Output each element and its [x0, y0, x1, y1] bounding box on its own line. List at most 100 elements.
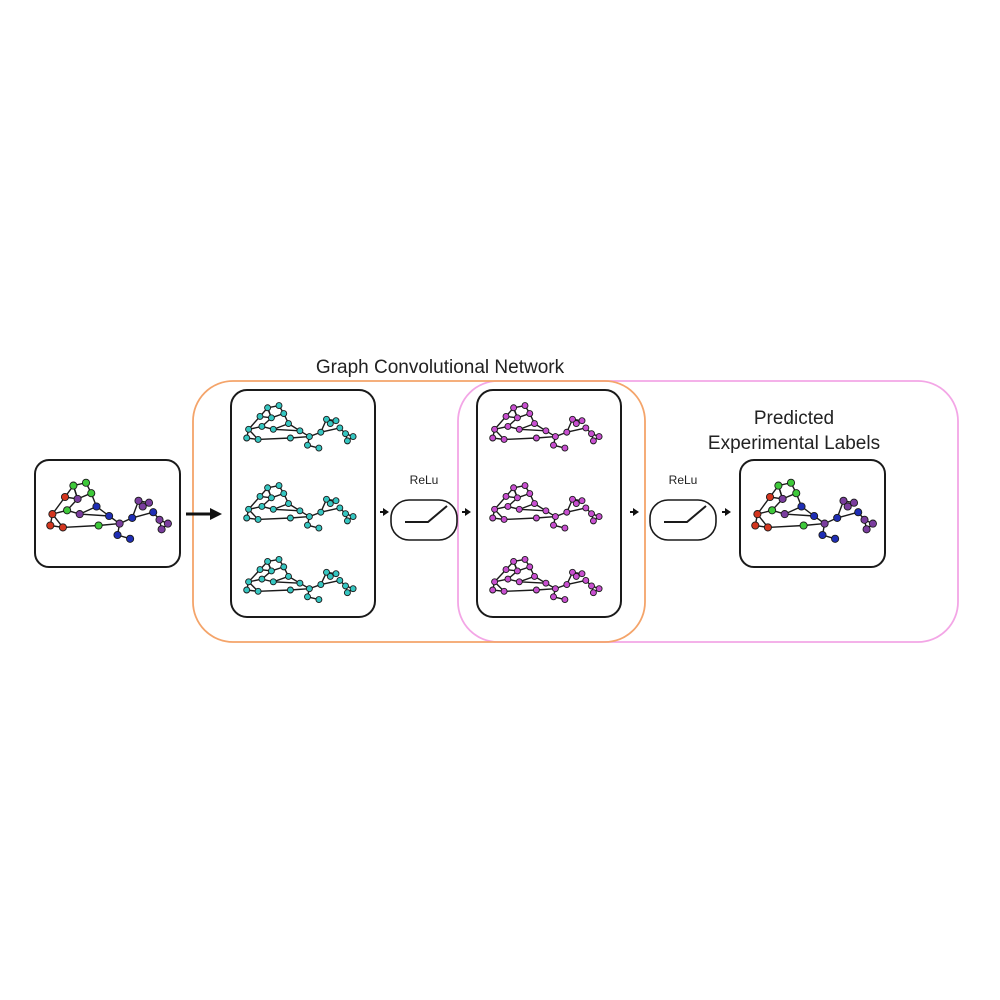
graph-node: [258, 575, 266, 583]
graph-node: [778, 494, 787, 503]
graph-node: [561, 596, 569, 603]
graph-node: [588, 510, 595, 518]
graph-node: [513, 494, 521, 502]
graph-node: [275, 555, 283, 563]
graph-node: [60, 492, 70, 502]
graph-node: [280, 490, 288, 497]
graph-node: [264, 404, 272, 412]
relu-1-curve: [405, 505, 448, 523]
graph-node: [342, 510, 349, 518]
graph-node: [521, 482, 529, 490]
graph-node: [323, 568, 330, 576]
graph-node: [542, 427, 550, 435]
graph-node: [504, 423, 512, 430]
relu-1-box: [390, 499, 458, 541]
graph-node: [336, 504, 344, 512]
graph-node: [69, 481, 78, 490]
graph-node: [765, 492, 775, 502]
input-graph: [46, 478, 172, 543]
graph-node: [258, 423, 266, 430]
graph-node: [92, 502, 101, 511]
graph-node: [305, 513, 313, 521]
graph-node: [550, 593, 557, 601]
graph-node: [854, 508, 863, 517]
graph-node: [144, 498, 154, 507]
graph-node: [254, 515, 262, 523]
graph-edge: [504, 437, 537, 441]
graph-node: [792, 489, 801, 498]
graph-node: [304, 521, 311, 529]
graph-node: [589, 437, 597, 445]
graph-node: [818, 530, 827, 540]
graph-node: [157, 525, 166, 534]
graph-node: [500, 435, 508, 443]
gcn-region: [192, 380, 646, 643]
graph-node: [489, 434, 497, 442]
graph-node: [280, 563, 288, 571]
graph-edge: [504, 517, 537, 521]
graph-node: [595, 513, 603, 521]
graph-node: [326, 420, 334, 428]
graph-node: [513, 414, 521, 422]
graph-node: [254, 587, 262, 595]
arrow-layer2-to-relu2: [630, 508, 639, 516]
graph-node: [332, 570, 340, 578]
graph-node: [245, 578, 253, 586]
graph-node: [243, 434, 251, 442]
graph-node: [569, 415, 576, 423]
graph-node: [317, 581, 325, 589]
graph-node: [256, 492, 264, 500]
graph-node: [588, 430, 595, 438]
graph-node: [860, 515, 869, 524]
graph-node: [332, 497, 340, 505]
graph-node: [572, 572, 580, 580]
graph-node: [502, 412, 510, 420]
graph-node: [515, 505, 523, 513]
relu-2-label: ReLu: [669, 473, 698, 487]
graph-node: [753, 510, 762, 519]
graph-node: [296, 507, 304, 515]
graph-node: [267, 494, 275, 502]
graph-node: [582, 424, 590, 432]
graph-node: [326, 572, 334, 580]
graph-node: [349, 433, 357, 441]
graph-node: [531, 572, 538, 580]
graph-node: [267, 414, 275, 422]
graph-node: [243, 586, 251, 594]
graph-node: [269, 578, 277, 586]
graph-node: [542, 507, 550, 515]
graph-node: [304, 441, 311, 449]
graph-node: [532, 586, 540, 594]
graph-node: [572, 420, 580, 428]
arrow-layer1-to-relu1: [380, 508, 389, 516]
graph-node: [510, 404, 518, 412]
hidden-layer-1-graph-3: [243, 555, 357, 603]
graph-edge: [519, 581, 546, 584]
graph-node: [831, 534, 840, 543]
graph-node: [269, 425, 277, 433]
graph-node: [243, 514, 251, 522]
arrow-input-to-layer1: [186, 508, 222, 520]
graph-node: [264, 484, 272, 492]
graph-node: [336, 577, 344, 584]
graph-node: [315, 444, 323, 452]
graph-node: [63, 506, 72, 515]
graph-node: [305, 433, 313, 441]
graph-node: [326, 500, 334, 508]
graph-node: [843, 502, 852, 511]
graph-node: [563, 428, 571, 436]
graph-node: [588, 582, 595, 590]
relu-2-box: [649, 499, 717, 541]
graph-node: [595, 433, 603, 441]
graph-node: [286, 434, 294, 442]
graph-node: [515, 425, 523, 433]
graph-node: [285, 420, 292, 428]
graph-node: [521, 402, 529, 410]
graph-node: [245, 425, 253, 433]
graph-node: [245, 505, 253, 513]
graph-node: [820, 519, 829, 528]
graph-node: [304, 593, 311, 601]
graph-node: [491, 505, 499, 513]
graph-node: [515, 578, 523, 586]
graph-node: [256, 566, 264, 574]
